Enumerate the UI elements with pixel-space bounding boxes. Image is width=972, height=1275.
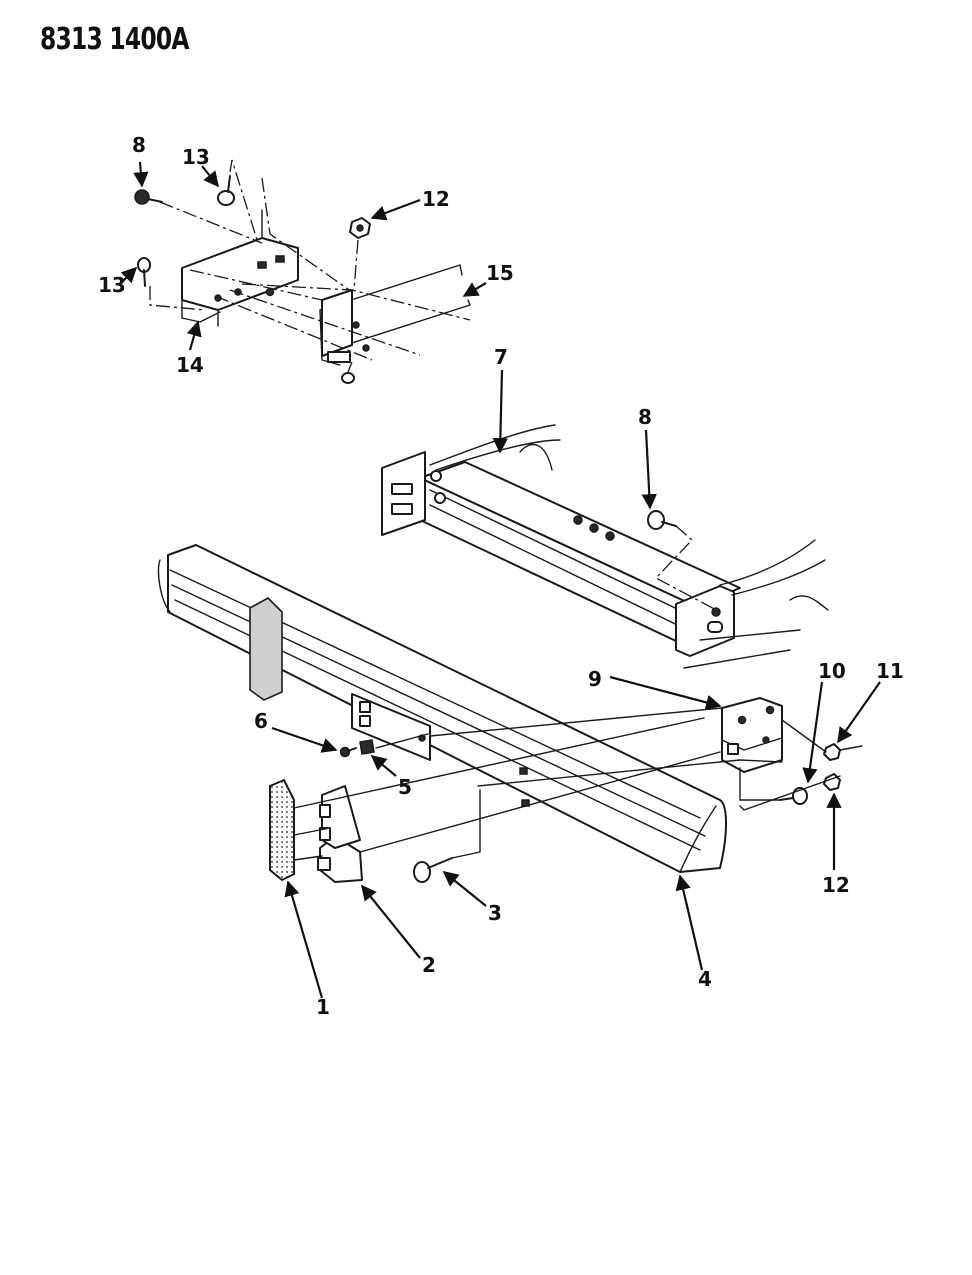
bumper-bracket-9 [721,697,783,801]
nut-11 [823,743,841,761]
nut-12-top [349,217,371,239]
bolt-8-top [134,189,163,205]
callout-13-top: 13 [182,145,210,169]
callout-9: 9 [588,667,602,691]
nut-5 [359,739,375,755]
callout-12-top: 12 [422,187,450,211]
callout-labels: 8 13 12 13 14 15 7 8 9 10 11 12 6 5 3 2 … [98,133,904,1019]
callout-arrows [120,161,881,999]
callout-1: 1 [316,995,330,1019]
callout-2: 2 [422,953,436,977]
callout-10: 10 [818,659,846,683]
callout-3: 3 [488,901,502,925]
callout-4: 4 [698,967,712,991]
bumper-pad-1 [269,778,295,882]
upper-frame-bracket-inset [134,159,471,384]
callout-14: 14 [176,353,204,377]
callout-5: 5 [398,775,412,799]
bolt-13-top [217,175,235,206]
bolt-13-left [137,257,151,287]
callout-12-right: 12 [822,873,850,897]
bolt-8-mid [647,510,721,613]
bumper-bar-4 [157,544,727,873]
alignment-lines [293,649,863,861]
bumper-guard-2 [317,785,363,883]
callout-7: 7 [494,345,508,369]
callout-8-top: 8 [132,133,146,157]
callout-11: 11 [876,659,904,683]
callout-15: 15 [486,261,514,285]
callout-6: 6 [254,709,268,733]
callout-13-left: 13 [98,273,126,297]
crossmember-7 [381,424,829,657]
callout-8-mid: 8 [638,405,652,429]
drawing-number: 8313 1400A [40,22,189,57]
bolt-3 [413,857,453,883]
bolt-6 [339,746,357,758]
